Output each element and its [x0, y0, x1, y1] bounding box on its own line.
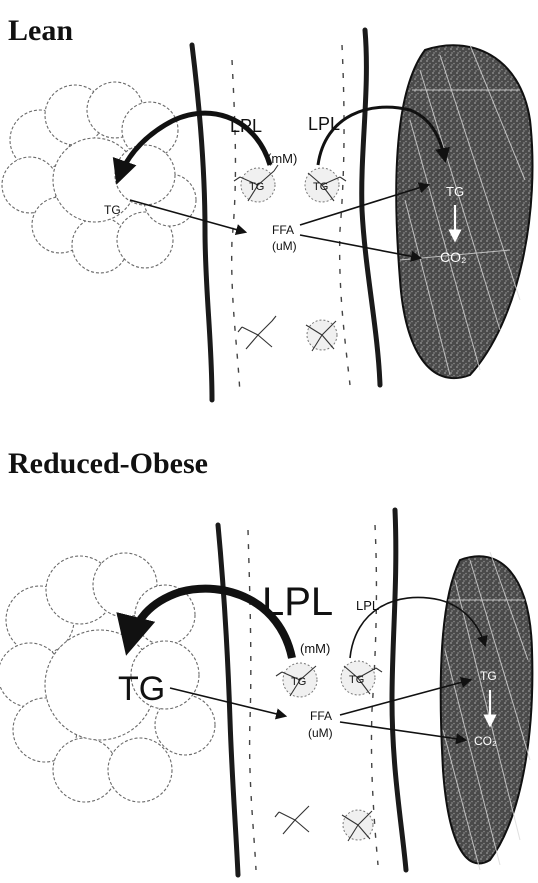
- lipoprotein-bottom-right: [306, 320, 337, 351]
- capillary: [192, 30, 380, 400]
- lpl-label-right: LPL: [356, 598, 379, 613]
- co2-label: CO₂: [474, 734, 497, 748]
- lpl-label-left: LPL: [262, 580, 333, 624]
- mm-label: (mM): [267, 151, 297, 166]
- ffa-label: FFA: [272, 223, 294, 237]
- adipose-tg-label: TG: [104, 203, 121, 217]
- lpl-label-left: LPL: [230, 116, 262, 136]
- adipose-tg-label: TG: [118, 670, 165, 708]
- um-label: (uM): [272, 239, 297, 253]
- particle-tg-label-right: TG: [349, 674, 364, 686]
- lipoprotein-bottom-right: [342, 810, 373, 841]
- particle-tg-label-left: TG: [291, 676, 306, 688]
- particle-tg-label-right: TG: [313, 181, 328, 193]
- adipose-tissue: [2, 82, 196, 273]
- lpl-label-right: LPL: [308, 114, 340, 134]
- lipoprotein-bottom-left: [275, 806, 309, 834]
- muscle-tg-label: TG: [480, 669, 497, 683]
- lipoprotein-bottom-left: [238, 316, 276, 349]
- panel-lean: Lean: [2, 14, 533, 400]
- particle-tg-label-left: TG: [249, 181, 264, 193]
- panel-title: Lean: [8, 14, 73, 47]
- mm-label: (mM): [300, 641, 330, 656]
- muscle-tg-label: TG: [446, 184, 464, 199]
- ffa-label: FFA: [310, 709, 332, 723]
- um-label: (uM): [308, 726, 333, 740]
- co2-label: CO₂: [440, 249, 466, 265]
- panel-title: Reduced-Obese: [8, 447, 208, 480]
- muscle-cell: [396, 45, 532, 378]
- panel-reduced-obese: Reduced-Obese: [0, 447, 532, 875]
- muscle-cell: [441, 552, 533, 870]
